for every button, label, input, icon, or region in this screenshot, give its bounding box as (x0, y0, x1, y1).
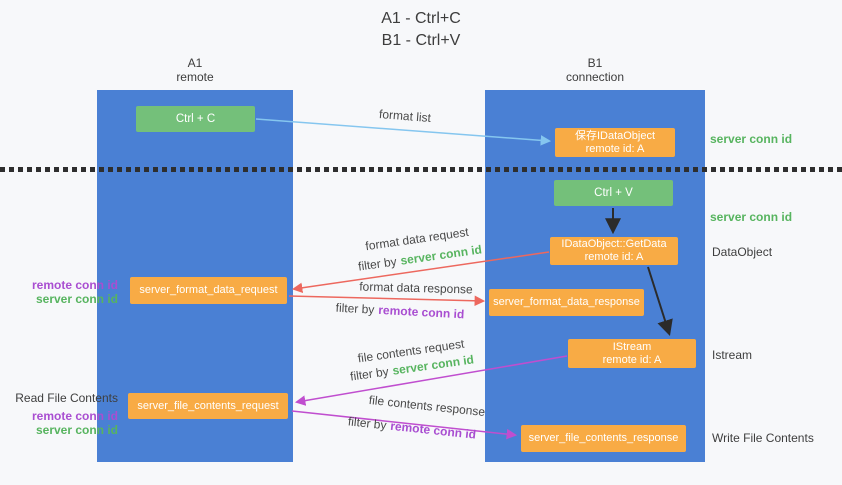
title-line-2: B1 - Ctrl+V (381, 32, 461, 49)
node-istream-line2: remote id: A (602, 353, 662, 366)
side-label-istream: Istream (712, 348, 753, 362)
node-server-format-data-request: server_format_data_request (130, 277, 287, 304)
filter-by-text: filter by (335, 300, 375, 317)
node-format-request-label: server_format_data_request (139, 284, 278, 296)
phase-separator-dotted-line (0, 167, 842, 172)
node-save-dataobject-line1: 保存IDataObject (574, 129, 656, 142)
node-istream-line1: IStream (612, 340, 652, 353)
node-server-format-data-response: server_format_data_response (489, 289, 644, 316)
arrow-format-list (255, 118, 552, 146)
side-label-server-conn-id-1: server conn id (35, 292, 118, 306)
node-file-response-label: server_file_contents_response (528, 432, 679, 444)
lifeline-b1-name: B1 (587, 56, 603, 70)
node-server-file-contents-response: server_file_contents_response (521, 425, 686, 452)
side-label-remote-conn-id-1: remote conn id (31, 278, 118, 292)
node-istream: IStream remote id: A (568, 339, 696, 368)
node-getdata-line1: IDataObject::GetData (561, 238, 667, 250)
node-format-response-label: server_format_data_response (493, 296, 640, 308)
lifeline-b1-role: connection (565, 70, 625, 84)
side-label-remote-conn-id-2: remote conn id (31, 409, 118, 423)
node-getdata-line2: remote id: A (584, 251, 644, 263)
arrow-file-contents-response (291, 410, 518, 440)
node-ctrl-c: Ctrl + C (136, 106, 255, 132)
side-label-server-conn-id-mid: server conn id (710, 210, 793, 224)
lifeline-a1-name: A1 (187, 56, 203, 70)
node-ctrl-v: Ctrl + V (554, 180, 673, 206)
node-ctrl-v-label: Ctrl + V (594, 187, 633, 199)
side-label-dataobject: DataObject (712, 245, 773, 259)
side-label-server-conn-id-top: server conn id (710, 132, 793, 146)
side-label-read-file-contents: Read File Contents (15, 391, 118, 405)
lifeline-header-b1: B1 connection (485, 56, 705, 84)
node-save-dataobject-line2: remote id: A (585, 142, 645, 155)
node-file-request-label: server_file_contents_request (137, 399, 279, 412)
side-label-server-conn-id-2: server conn id (35, 423, 118, 437)
diagram-title: A1 - Ctrl+C B1 - Ctrl+V (301, 8, 541, 52)
arrow-file-contents-request (294, 355, 568, 406)
node-ctrl-c-label: Ctrl + C (175, 113, 216, 125)
lifeline-a1-role: remote (176, 70, 214, 84)
title-line-1: A1 - Ctrl+C (381, 10, 461, 27)
node-idataobject-getdata: IDataObject::GetData remote id: A (550, 237, 678, 265)
side-label-write-file-contents: Write File Contents (712, 431, 814, 445)
node-save-dataobject: 保存IDataObject remote id: A (555, 128, 675, 157)
arrow-format-data-response (288, 295, 486, 307)
arrow-getdata-to-istream (647, 266, 673, 337)
lifeline-header-a1: A1 remote (97, 56, 293, 84)
arrow-format-data-request (291, 251, 550, 293)
node-server-file-contents-request: server_file_contents_request (128, 393, 288, 419)
